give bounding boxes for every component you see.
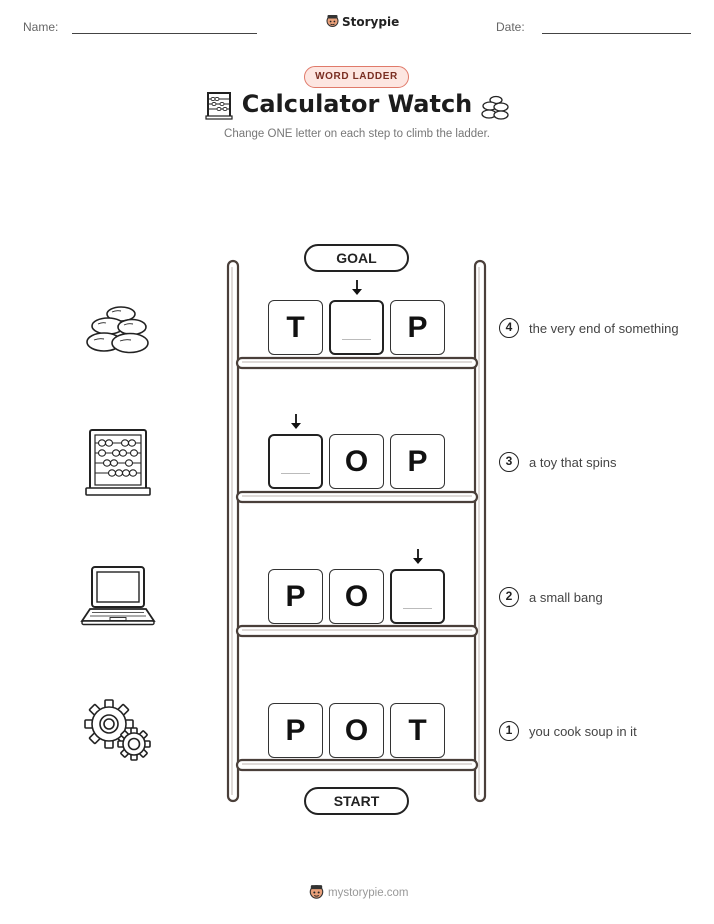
- blank-letter-input[interactable]: [329, 300, 384, 355]
- step-number: 4: [499, 318, 519, 338]
- step-number: 1: [499, 721, 519, 741]
- arrow-down-icon: [413, 549, 423, 564]
- step-number: 2: [499, 587, 519, 607]
- laptop-icon: [80, 566, 156, 626]
- footer: mystorypie.com: [309, 884, 409, 901]
- clue-text: a toy that spins: [529, 455, 617, 470]
- instructions: Change ONE letter on each step to climb …: [224, 128, 490, 140]
- name-line[interactable]: [72, 33, 257, 34]
- footer-url[interactable]: mystorypie.com: [328, 886, 409, 899]
- letter-tile: P: [268, 569, 323, 624]
- name-label: Name:: [23, 20, 59, 34]
- letter-tile: T: [390, 703, 445, 758]
- blank-letter-input[interactable]: [268, 434, 323, 489]
- date-label: Date:: [496, 20, 525, 34]
- storypie-mascot-icon: [326, 15, 339, 27]
- clue-text: the very end of something: [529, 321, 679, 336]
- arrow-down-icon: [352, 280, 362, 295]
- abacus-icon: [85, 429, 151, 496]
- clue-text: a small bang: [529, 590, 603, 605]
- letter-tile: P: [268, 703, 323, 758]
- letter-tile: O: [329, 569, 384, 624]
- letter-tile: T: [268, 300, 323, 355]
- date-line[interactable]: [542, 33, 691, 34]
- letter-tile: O: [329, 434, 384, 489]
- stones-icon: [86, 306, 149, 354]
- page-title: Calculator Watch: [241, 90, 473, 118]
- gears-icon: [84, 699, 151, 761]
- clue-text: you cook soup in it: [529, 724, 637, 739]
- brand-logo: Storypie: [326, 14, 399, 29]
- brand-name: Storypie: [342, 14, 400, 29]
- abacus-small-icon: [205, 92, 233, 120]
- letter-tile: P: [390, 434, 445, 489]
- start-label: START: [304, 787, 409, 815]
- goal-label: GOAL: [304, 244, 409, 272]
- stones-small-icon: [481, 95, 509, 120]
- worksheet-type-badge: WORD LADDER: [304, 66, 409, 88]
- arrow-down-icon: [291, 414, 301, 429]
- letter-tile: P: [390, 300, 445, 355]
- storypie-mascot-icon: [309, 885, 324, 899]
- step-number: 3: [499, 452, 519, 472]
- ladder-frame: [226, 259, 487, 803]
- letter-tile: O: [329, 703, 384, 758]
- blank-letter-input[interactable]: [390, 569, 445, 624]
